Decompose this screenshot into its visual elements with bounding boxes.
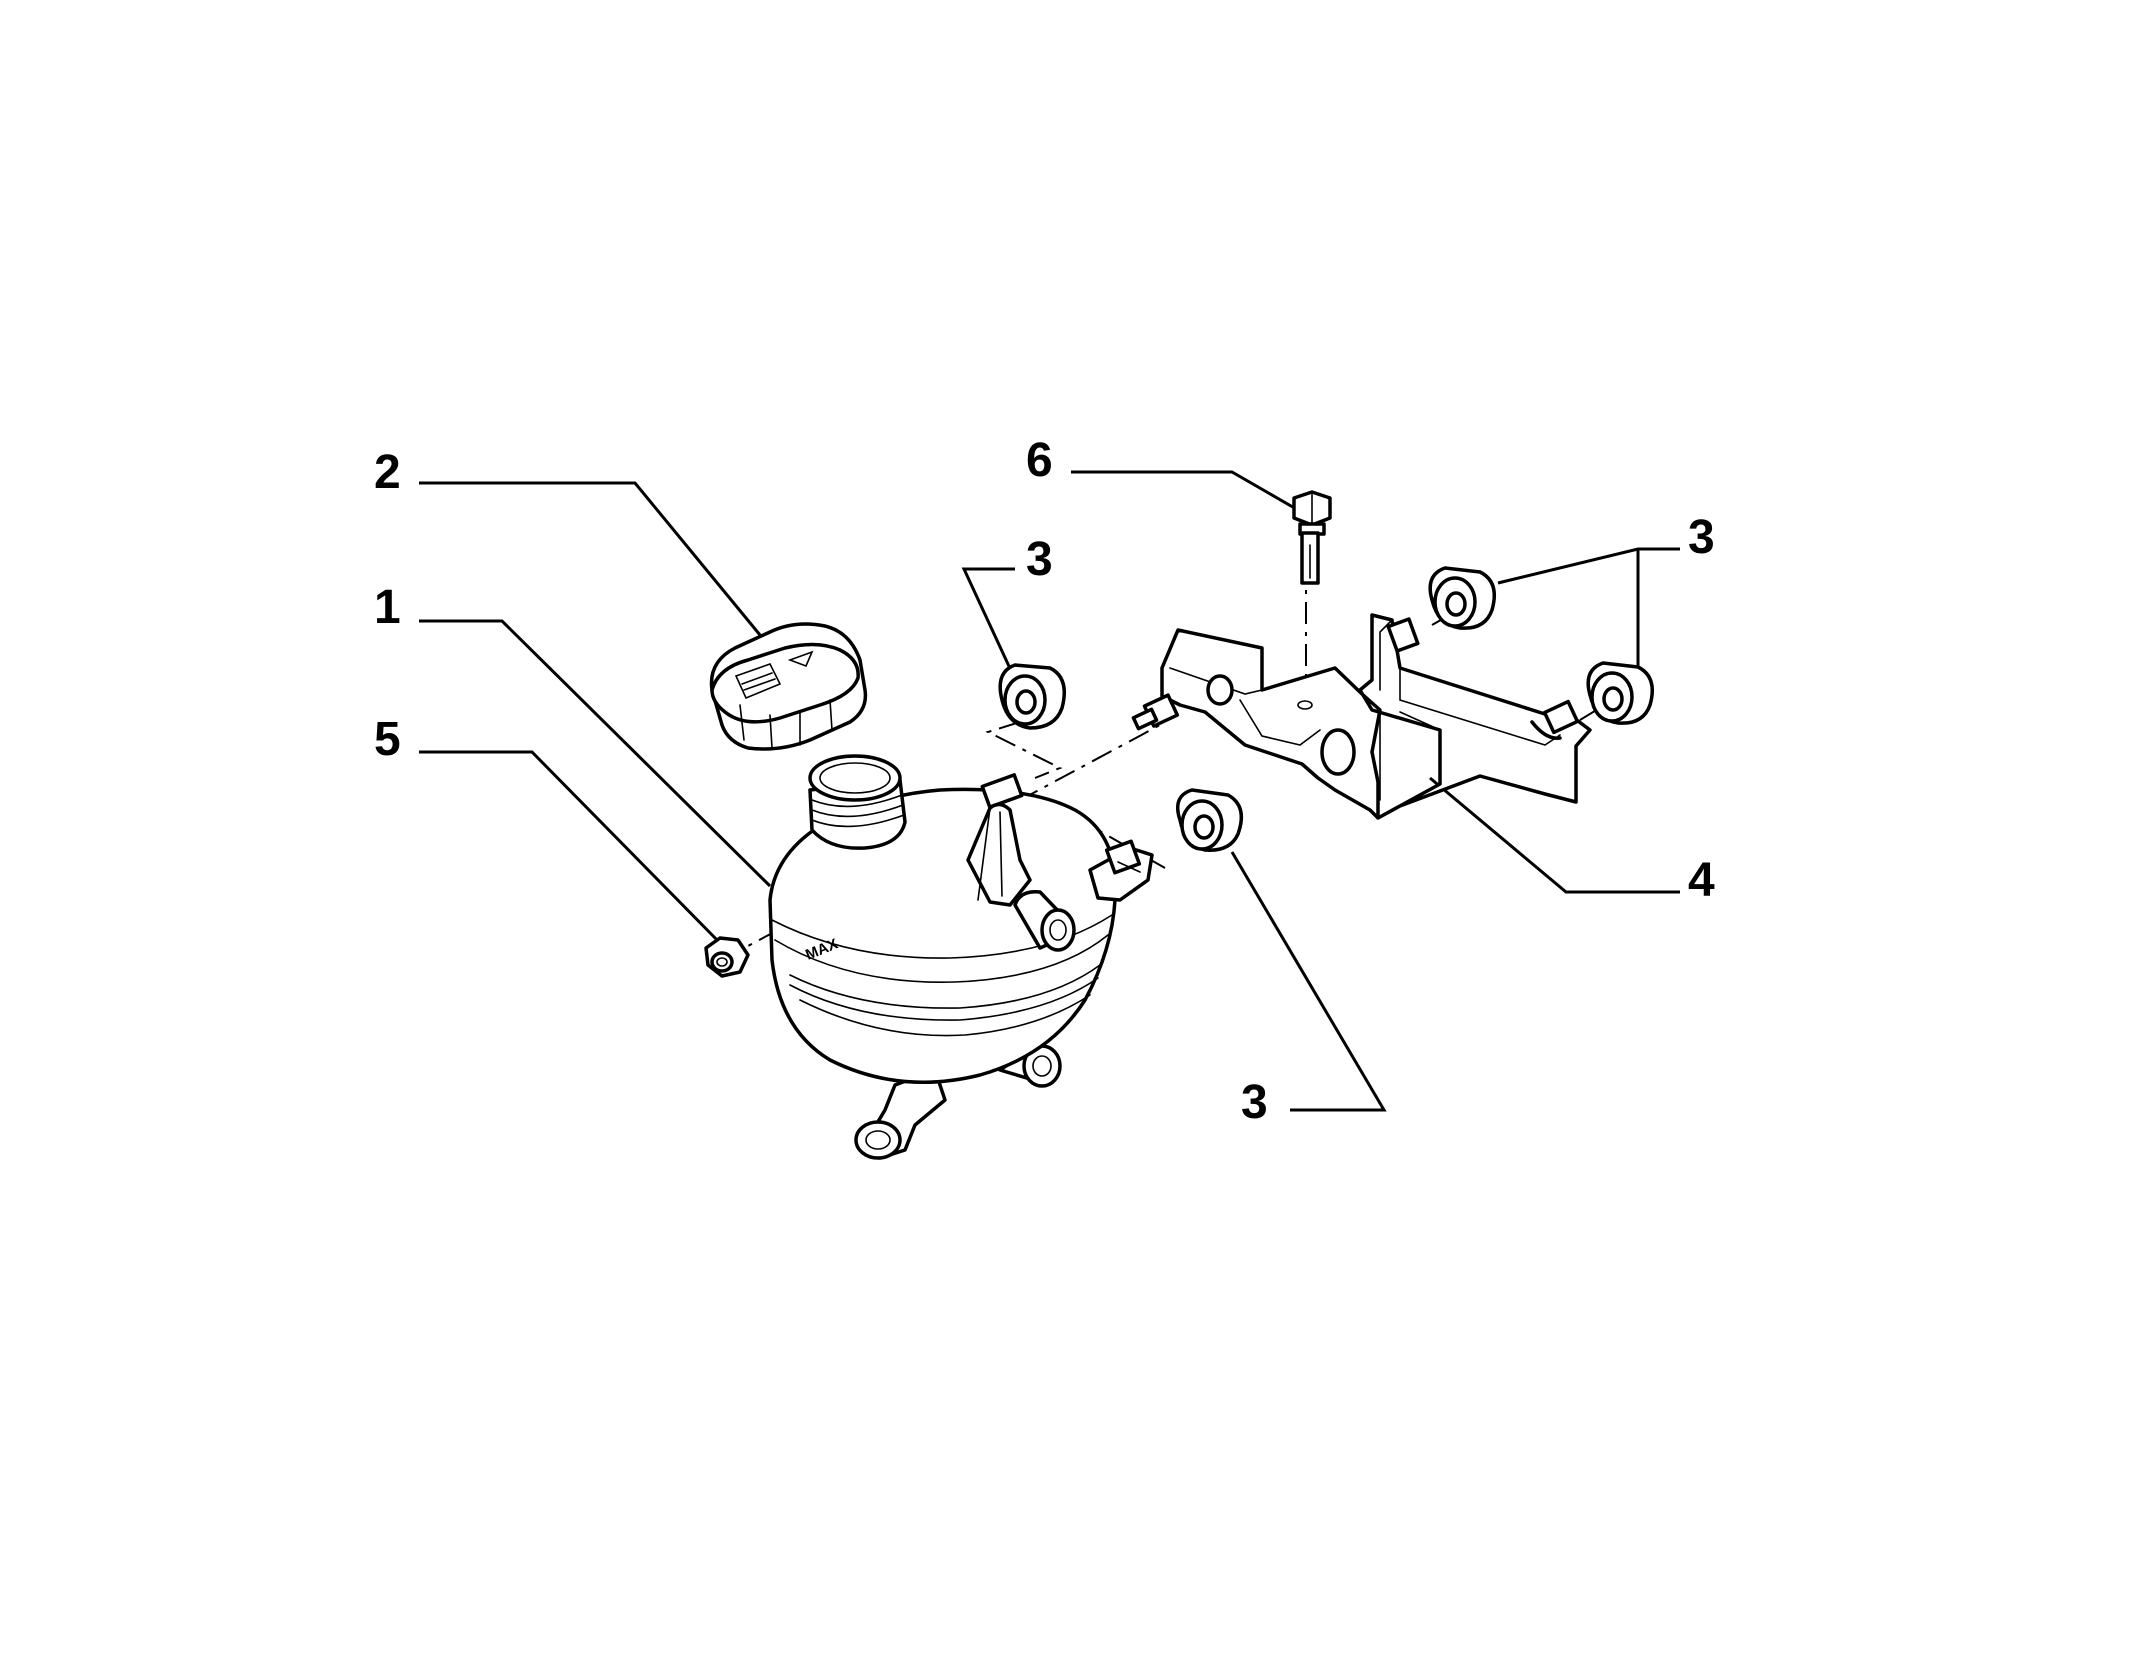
callout-4[interactable]: 4	[1688, 854, 1715, 907]
leader-line-4	[1429, 776, 1680, 894]
grommet-upper-right-a[interactable]	[1428, 566, 1496, 630]
grommet-upper-left[interactable]	[998, 663, 1066, 730]
leader-line-3-lower	[1230, 851, 1387, 1112]
expansion-tank[interactable]: MAX	[768, 754, 1154, 1160]
bolt[interactable]	[1292, 490, 1332, 585]
callout-5[interactable]: 5	[374, 713, 401, 766]
callout-6[interactable]: 6	[1026, 434, 1053, 487]
callout-1[interactable]: 1	[374, 581, 401, 634]
leader-line-1	[419, 619, 772, 888]
leader-line-2	[419, 481, 762, 636]
nut[interactable]	[704, 936, 750, 978]
grommet-upper-right-b[interactable]	[1586, 661, 1654, 725]
callout-3-lower[interactable]: 3	[1241, 1076, 1268, 1129]
assembly-axis-upper-grommet	[985, 721, 1063, 779]
leader-line-3-upper-left	[961, 567, 1022, 691]
mounting-bracket[interactable]	[1131, 613, 1592, 820]
leader-line-6	[1071, 470, 1299, 512]
leader-line-5	[419, 750, 724, 947]
callout-3-upper-left[interactable]: 3	[1026, 533, 1053, 586]
callout-2[interactable]: 2	[374, 446, 401, 499]
leader-line-3-upper-right-a	[1497, 547, 1680, 585]
callout-3-upper-right[interactable]: 3	[1688, 511, 1715, 564]
filler-cap[interactable]	[709, 622, 868, 751]
grommet-lower[interactable]	[1176, 788, 1244, 852]
